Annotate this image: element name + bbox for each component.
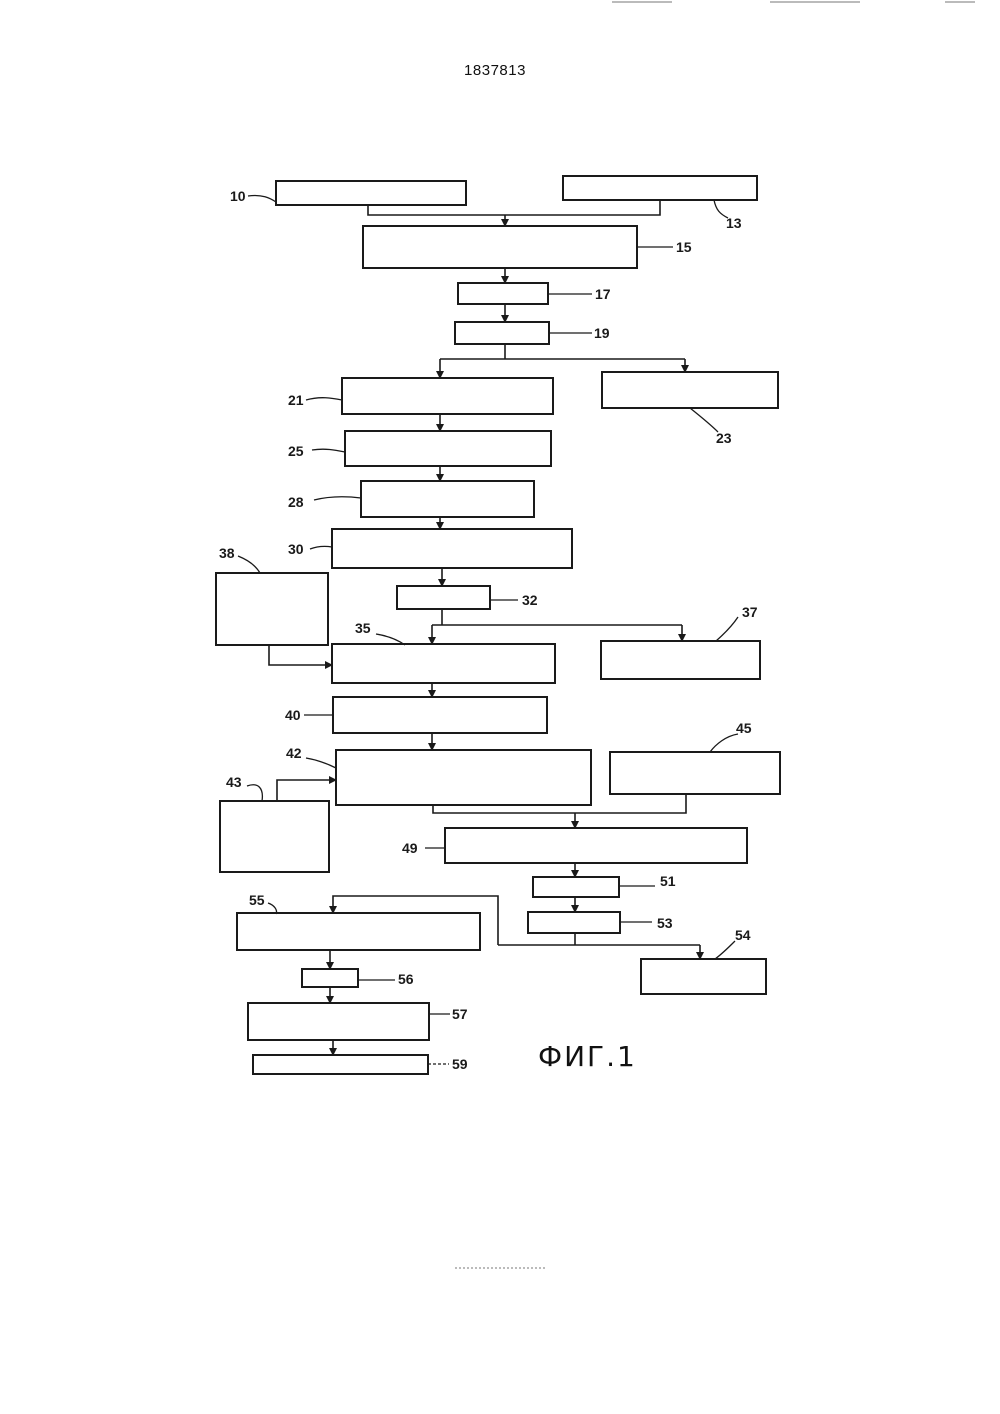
leader-37 [716, 617, 738, 641]
leader-10 [248, 195, 276, 202]
leader-25 [312, 449, 345, 452]
leader-28 [314, 497, 361, 500]
box-51 [533, 877, 619, 897]
ref-label: 56 [398, 971, 414, 987]
ref-label: 19 [594, 325, 610, 341]
ref-label: 59 [452, 1056, 468, 1072]
leader-54 [715, 941, 735, 959]
ref-label: 51 [660, 873, 676, 889]
box-53 [528, 912, 620, 933]
ref-label: 25 [288, 443, 304, 459]
ref-label: 55 [249, 892, 265, 908]
box-10 [276, 181, 466, 205]
box-49 [445, 828, 747, 863]
ref-label: 13 [726, 215, 742, 231]
box-54 [641, 959, 766, 994]
box-57 [248, 1003, 429, 1040]
box-23 [602, 372, 778, 408]
box-35 [332, 644, 555, 683]
box-42 [336, 750, 591, 805]
ref-label: 42 [286, 745, 302, 761]
arrow-43-42 [277, 780, 336, 801]
box-43 [220, 801, 329, 872]
ref-label: 37 [742, 604, 758, 620]
leader-38 [238, 556, 260, 573]
ref-label: 45 [736, 720, 752, 736]
ref-label: 57 [452, 1006, 468, 1022]
leader-21 [306, 398, 342, 400]
ref-label: 32 [522, 592, 538, 608]
box-19 [455, 322, 549, 344]
leader-23 [690, 408, 718, 432]
box-15 [363, 226, 637, 268]
ref-label: 49 [402, 840, 418, 856]
box-25 [345, 431, 551, 466]
leader-43 [247, 785, 262, 801]
box-38 [216, 573, 328, 645]
ref-label: 21 [288, 392, 304, 408]
box-21 [342, 378, 553, 414]
ref-label: 23 [716, 430, 732, 446]
ref-label: 40 [285, 707, 301, 723]
box-45 [610, 752, 780, 794]
ref-label: 15 [676, 239, 692, 255]
box-59 [253, 1055, 428, 1074]
ref-label: 35 [355, 620, 371, 636]
box-17 [458, 283, 548, 304]
ref-label: 53 [657, 915, 673, 931]
ref-label: 38 [219, 545, 235, 561]
ref-label: 43 [226, 774, 242, 790]
ref-label: 54 [735, 927, 751, 943]
box-37 [601, 641, 760, 679]
ref-label: 10 [230, 188, 246, 204]
box-32 [397, 586, 490, 609]
box-28 [361, 481, 534, 517]
leader-45 [710, 734, 738, 752]
ref-label: 28 [288, 494, 304, 510]
leader-42 [306, 758, 336, 768]
box-55 [237, 913, 480, 950]
box-40 [333, 697, 547, 733]
box-13 [563, 176, 757, 200]
box-56 [302, 969, 358, 987]
box-30 [332, 529, 572, 568]
leader-30 [310, 546, 332, 549]
ref-label: 30 [288, 541, 304, 557]
figure-caption: ФИГ.1 [538, 1040, 637, 1073]
arrow-38-35 [269, 645, 332, 665]
ref-label: 17 [595, 286, 611, 302]
